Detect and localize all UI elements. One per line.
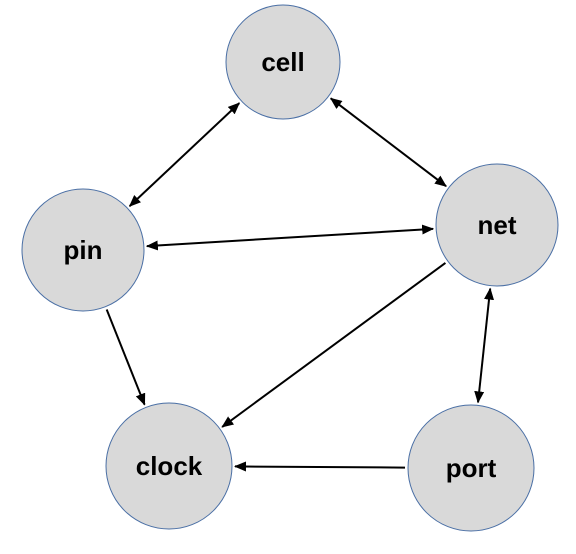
edge-cell-pin	[128, 102, 241, 207]
node-cell-label: cell	[261, 47, 304, 77]
nodes-layer: cell net pin clock port	[21, 4, 559, 532]
edge-net-port	[474, 287, 494, 404]
edge-pin-clock	[105, 309, 146, 406]
edge-pin-net	[145, 224, 435, 251]
node-pin-circle	[21, 188, 145, 312]
edge-port-clock	[233, 461, 406, 472]
node-cell-circle	[225, 4, 341, 120]
node-pin: pin	[21, 188, 145, 312]
node-net: net	[435, 163, 559, 287]
edges-layer	[105, 97, 494, 472]
node-pin-label: pin	[64, 235, 103, 265]
node-port-circle	[407, 404, 535, 532]
node-port: port	[407, 404, 535, 532]
node-port-label: port	[446, 453, 497, 483]
node-net-circle	[435, 163, 559, 287]
node-net-label: net	[478, 210, 517, 240]
node-cell: cell	[225, 4, 341, 120]
edge-net-clock	[221, 262, 447, 428]
node-clock-label: clock	[136, 451, 203, 481]
node-clock-circle	[105, 402, 233, 530]
edge-cell-net	[329, 97, 447, 188]
node-clock: clock	[105, 402, 233, 530]
